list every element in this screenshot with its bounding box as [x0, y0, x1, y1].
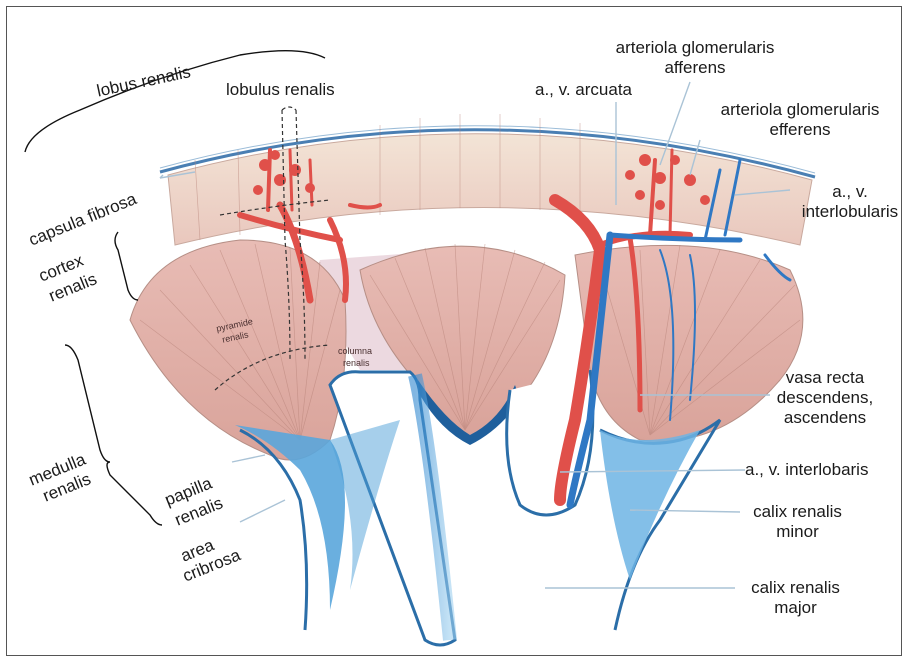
label-efferens-1: arteriola glomerularis [700, 100, 900, 120]
label-vasa-recta-1: vasa recta [770, 368, 880, 388]
label-calix-minor-1: calix renalis [740, 502, 855, 522]
label-efferens-2: efferens [700, 120, 900, 140]
label-vasa-recta-3: ascendens [770, 408, 880, 428]
label-calix-major-2: major [738, 598, 853, 618]
label-calix-major-1: calix renalis [738, 578, 853, 598]
label-interlobularis-1: a., v. [800, 182, 900, 202]
label-arcuata: a., v. arcuata [535, 80, 632, 100]
label-calix-minor-2: minor [740, 522, 855, 542]
label-lobulus-renalis: lobulus renalis [226, 80, 335, 100]
label-columna-renalis-1: columna [338, 346, 372, 356]
label-afferens-2: afferens [590, 58, 800, 78]
pyramis-renalis-left [130, 240, 346, 460]
label-interlobularis-2: interlobularis [790, 202, 910, 222]
label-afferens-1: arteriola glomerularis [590, 38, 800, 58]
label-interlobaris: a., v. interlobaris [745, 460, 868, 480]
label-columna-renalis-2: renalis [343, 358, 370, 368]
label-vasa-recta-2: descendens, [770, 388, 880, 408]
